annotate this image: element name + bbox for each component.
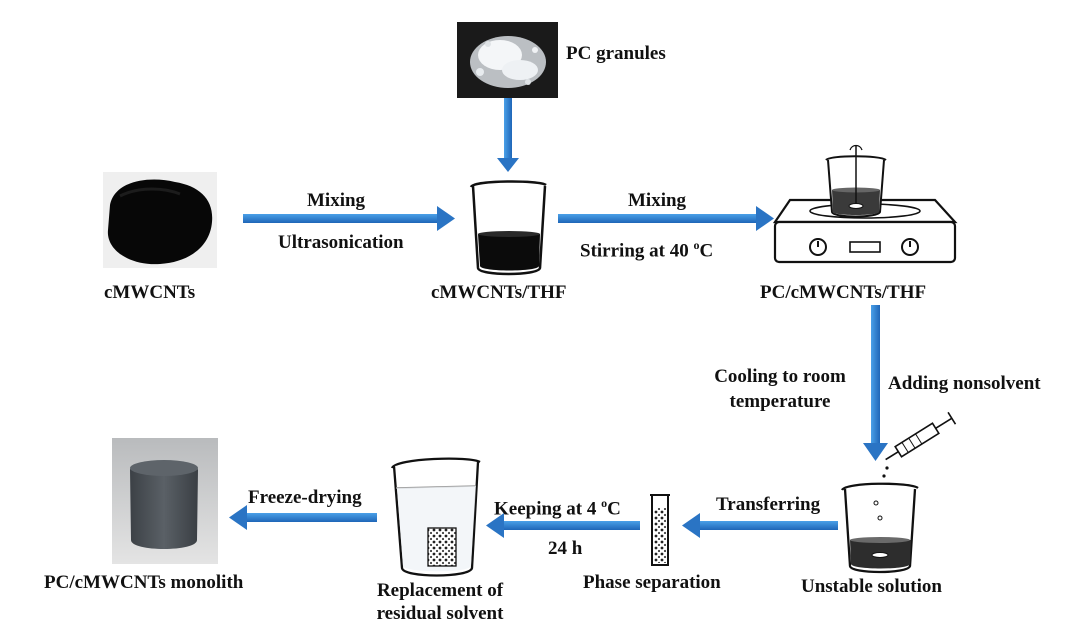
label-phase-separation: Phase separation bbox=[583, 572, 721, 593]
label-transferring: Transferring bbox=[716, 494, 821, 515]
beaker-unstable-solution bbox=[840, 482, 919, 574]
arrow-beaker-to-hotplate bbox=[558, 206, 774, 231]
arrow-unstable-to-tube bbox=[682, 513, 838, 538]
label-monolith: PC/cMWCNTs monolith bbox=[44, 572, 244, 593]
arrow-cnt-to-beaker bbox=[243, 206, 455, 231]
label-ultrasonication: Ultrasonication bbox=[278, 232, 404, 253]
label-replacement-line2: residual solvent bbox=[376, 603, 504, 624]
arrow-beaker-to-monolith bbox=[229, 505, 377, 530]
label-stirring: Stirring at 40 oC bbox=[580, 238, 714, 262]
arrow-granules-to-beaker bbox=[497, 98, 519, 172]
label-replacement-line1: Replacement of bbox=[376, 580, 504, 601]
label-pc-cmwcnts-thf: PC/cMWCNTs/THF bbox=[760, 282, 927, 303]
label-cmwcnts-thf: cMWCNTs/THF bbox=[431, 282, 567, 303]
hotplate-stirrer bbox=[772, 144, 958, 264]
cmwcnts-powder-image bbox=[103, 172, 217, 268]
label-cooling-line2: temperature bbox=[729, 391, 831, 412]
syringe-icon bbox=[882, 411, 957, 478]
arrow-hotplate-to-unstable bbox=[863, 305, 888, 461]
label-adding-nonsolvent: Adding nonsolvent bbox=[888, 373, 1041, 394]
beaker-replacement bbox=[390, 457, 481, 577]
label-pc-granules: PC granules bbox=[566, 43, 666, 64]
label-mixing-1: Mixing bbox=[307, 190, 366, 211]
label-cmwcnts: cMWCNTs bbox=[104, 282, 196, 303]
pc-granules-image bbox=[457, 22, 558, 98]
label-freeze-drying: Freeze-drying bbox=[248, 487, 362, 508]
label-unstable-solution: Unstable solution bbox=[801, 576, 942, 597]
label-keeping: Keeping at 4 oC bbox=[494, 496, 621, 520]
arrow-tube-to-beaker bbox=[486, 513, 640, 538]
label-24h: 24 h bbox=[548, 538, 583, 559]
label-mixing-2: Mixing bbox=[628, 190, 687, 211]
label-cooling-line1: Cooling to room bbox=[714, 366, 846, 387]
test-tube-phase-separation bbox=[650, 494, 670, 566]
beaker-cmwcnts-thf bbox=[469, 180, 547, 276]
monolith-image bbox=[112, 438, 218, 564]
